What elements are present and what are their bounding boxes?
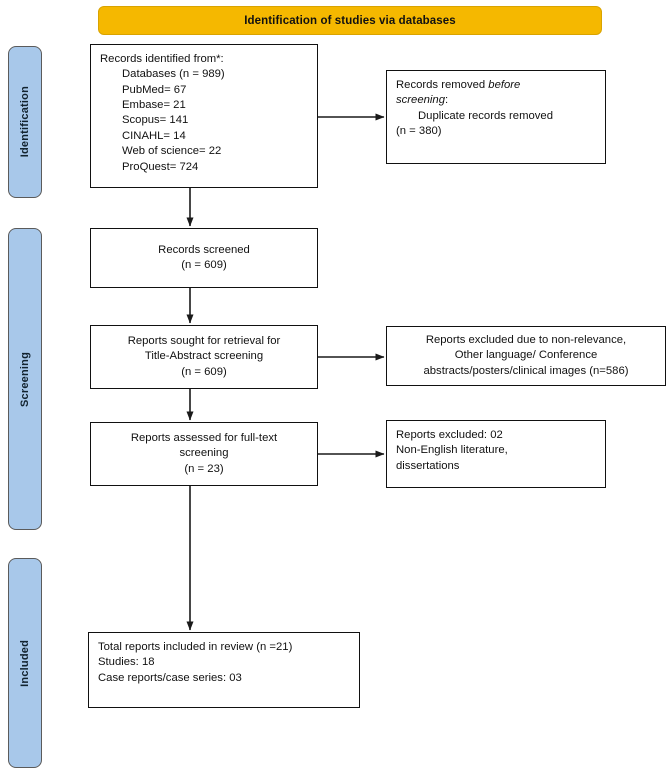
box-line: Records screened bbox=[158, 243, 250, 256]
phase-bar-screening: Screening bbox=[8, 228, 42, 530]
removed-text-a: Records removed bbox=[396, 79, 489, 91]
box-line: abstracts/posters/clinical images (n=586… bbox=[423, 364, 629, 377]
box-line: CINAHL= 14 bbox=[122, 129, 186, 142]
removed-text-before: before bbox=[488, 79, 521, 91]
records-removed-box: Records removed before screening: Duplic… bbox=[386, 70, 606, 164]
reports-excluded-relevance-box: Reports excluded due to non-relevance, O… bbox=[386, 326, 666, 386]
box-line: (n = 609) bbox=[181, 365, 227, 378]
removed-text-screening: screening bbox=[396, 94, 445, 107]
box-line: screening bbox=[179, 447, 229, 460]
box-line: (n = 609) bbox=[181, 259, 227, 271]
records-screened-box: Records screened (n = 609) bbox=[90, 228, 318, 288]
records-identified-box: Records identified from*: Databases (n =… bbox=[90, 44, 318, 188]
box-line: PubMed= 67 bbox=[122, 83, 187, 96]
removed-text-colon: : bbox=[444, 94, 449, 107]
box-line: Total reports included in review (n =21) bbox=[98, 641, 293, 653]
box-line: (n = 23) bbox=[184, 462, 224, 475]
box-line: Title-Abstract screening bbox=[144, 350, 264, 363]
box-line: ProQuest= 724 bbox=[122, 160, 199, 173]
box-line: Duplicate records removed bbox=[418, 109, 553, 122]
banner-title: Identification of studies via databases bbox=[244, 14, 456, 27]
total-reports-included-box: Total reports included in review (n =21)… bbox=[88, 632, 360, 708]
reports-assessed-box: Reports assessed for full-text screening… bbox=[90, 422, 318, 486]
box-line: Other language/ Conference bbox=[454, 349, 598, 362]
box-line: screening: bbox=[396, 93, 596, 108]
reports-excluded-fulltext-box: Reports excluded: 02 Non-English literat… bbox=[386, 420, 606, 488]
identification-banner: Identification of studies via databases bbox=[98, 6, 602, 35]
box-line: Reports assessed for full-text bbox=[130, 431, 278, 444]
box-line: Case reports/case series: 03 bbox=[98, 671, 242, 684]
phase-bar-identification: Identification bbox=[8, 46, 42, 198]
box-line: (n = 380) bbox=[396, 125, 442, 138]
box-line: dissertations bbox=[396, 459, 460, 472]
box-line: Web of science= 22 bbox=[122, 145, 222, 158]
box-line: Records removed before bbox=[396, 78, 596, 93]
phase-bar-included: Included bbox=[8, 558, 42, 768]
box-line: Scopus= 141 bbox=[122, 114, 189, 127]
phase-label-screening: Screening bbox=[19, 351, 31, 407]
phase-label-identification: Identification bbox=[19, 86, 31, 158]
box-line: Studies: 18 bbox=[98, 656, 155, 669]
box-line: Reports excluded due to non-relevance, bbox=[425, 333, 627, 346]
box-line: Records identified from*: bbox=[100, 53, 224, 65]
reports-sought-box: Reports sought for retrieval for Title-A… bbox=[90, 325, 318, 389]
box-line: Non-English literature, bbox=[396, 444, 508, 457]
box-line: Reports sought for retrieval for bbox=[127, 334, 281, 347]
box-line: Reports excluded: 02 bbox=[396, 429, 503, 441]
box-line: Embase= 21 bbox=[122, 99, 186, 112]
phase-label-included: Included bbox=[19, 639, 31, 687]
box-line: Databases (n = 989) bbox=[122, 68, 225, 81]
